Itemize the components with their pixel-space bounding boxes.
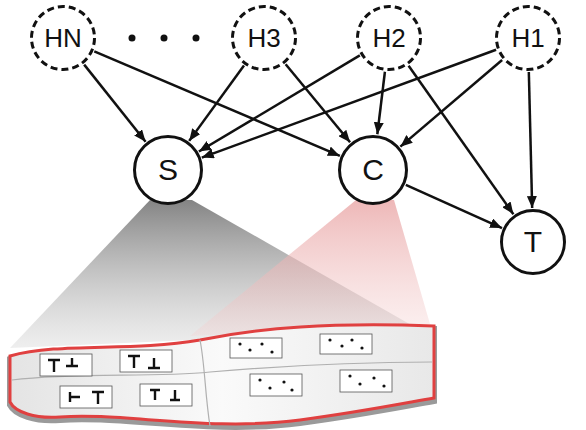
dependency-arrow [377, 72, 385, 135]
t-glyphs [48, 356, 180, 404]
variable-label: H1 [511, 23, 544, 54]
stimulus-card [60, 386, 112, 408]
stimulus-card [250, 374, 302, 396]
dependency-arrow [400, 60, 502, 147]
node-circle [32, 7, 95, 70]
observed-variable-node: S [133, 135, 203, 205]
stimulus-card [120, 350, 172, 372]
dependency-arrow [84, 65, 145, 142]
observed-variable-node: T [500, 209, 566, 275]
latent-variable-node: H3 [231, 5, 297, 71]
projection-wedge [190, 200, 430, 336]
node-circle [497, 7, 560, 70]
latent-variable-node: H1 [495, 5, 561, 71]
dependency-arrow [529, 72, 532, 208]
stimulus-card [320, 334, 372, 354]
node-circle [233, 7, 296, 70]
stimulus-card [40, 354, 92, 376]
node-circle [135, 137, 202, 204]
stimulus-card [140, 384, 192, 406]
stimulus-card [230, 338, 282, 358]
node-circle [502, 211, 565, 274]
t-glyph [48, 358, 78, 372]
t-glyph [70, 392, 104, 404]
stimulus-sheet [10, 325, 434, 424]
observed-variable-node: C [338, 135, 408, 205]
node-circle [358, 7, 421, 70]
stimulus-cards [40, 334, 392, 408]
latent-variable-node: HN [30, 5, 96, 71]
dependency-arrow [406, 185, 502, 228]
t-glyph [150, 390, 180, 400]
dependency-arrow [189, 65, 244, 140]
variable-label: T [524, 225, 542, 259]
variable-label: H2 [372, 23, 405, 54]
variable-label: H3 [247, 23, 280, 54]
t-glyph [128, 356, 160, 368]
variable-label: C [362, 153, 384, 187]
ellipsis-dots [129, 35, 200, 42]
dependency-arrow [199, 55, 360, 151]
variable-label: HN [44, 23, 82, 54]
node-circle [340, 137, 407, 204]
dependency-arrow [409, 66, 514, 214]
latent-variable-node: H2 [356, 5, 422, 71]
dependency-arrow [286, 64, 350, 142]
stimulus-card [340, 370, 392, 392]
dot-patterns [238, 338, 385, 391]
dependency-arrow [94, 51, 340, 156]
dependency-arrow [202, 50, 496, 158]
variable-label: S [158, 153, 178, 187]
sheet-fold [200, 340, 210, 426]
